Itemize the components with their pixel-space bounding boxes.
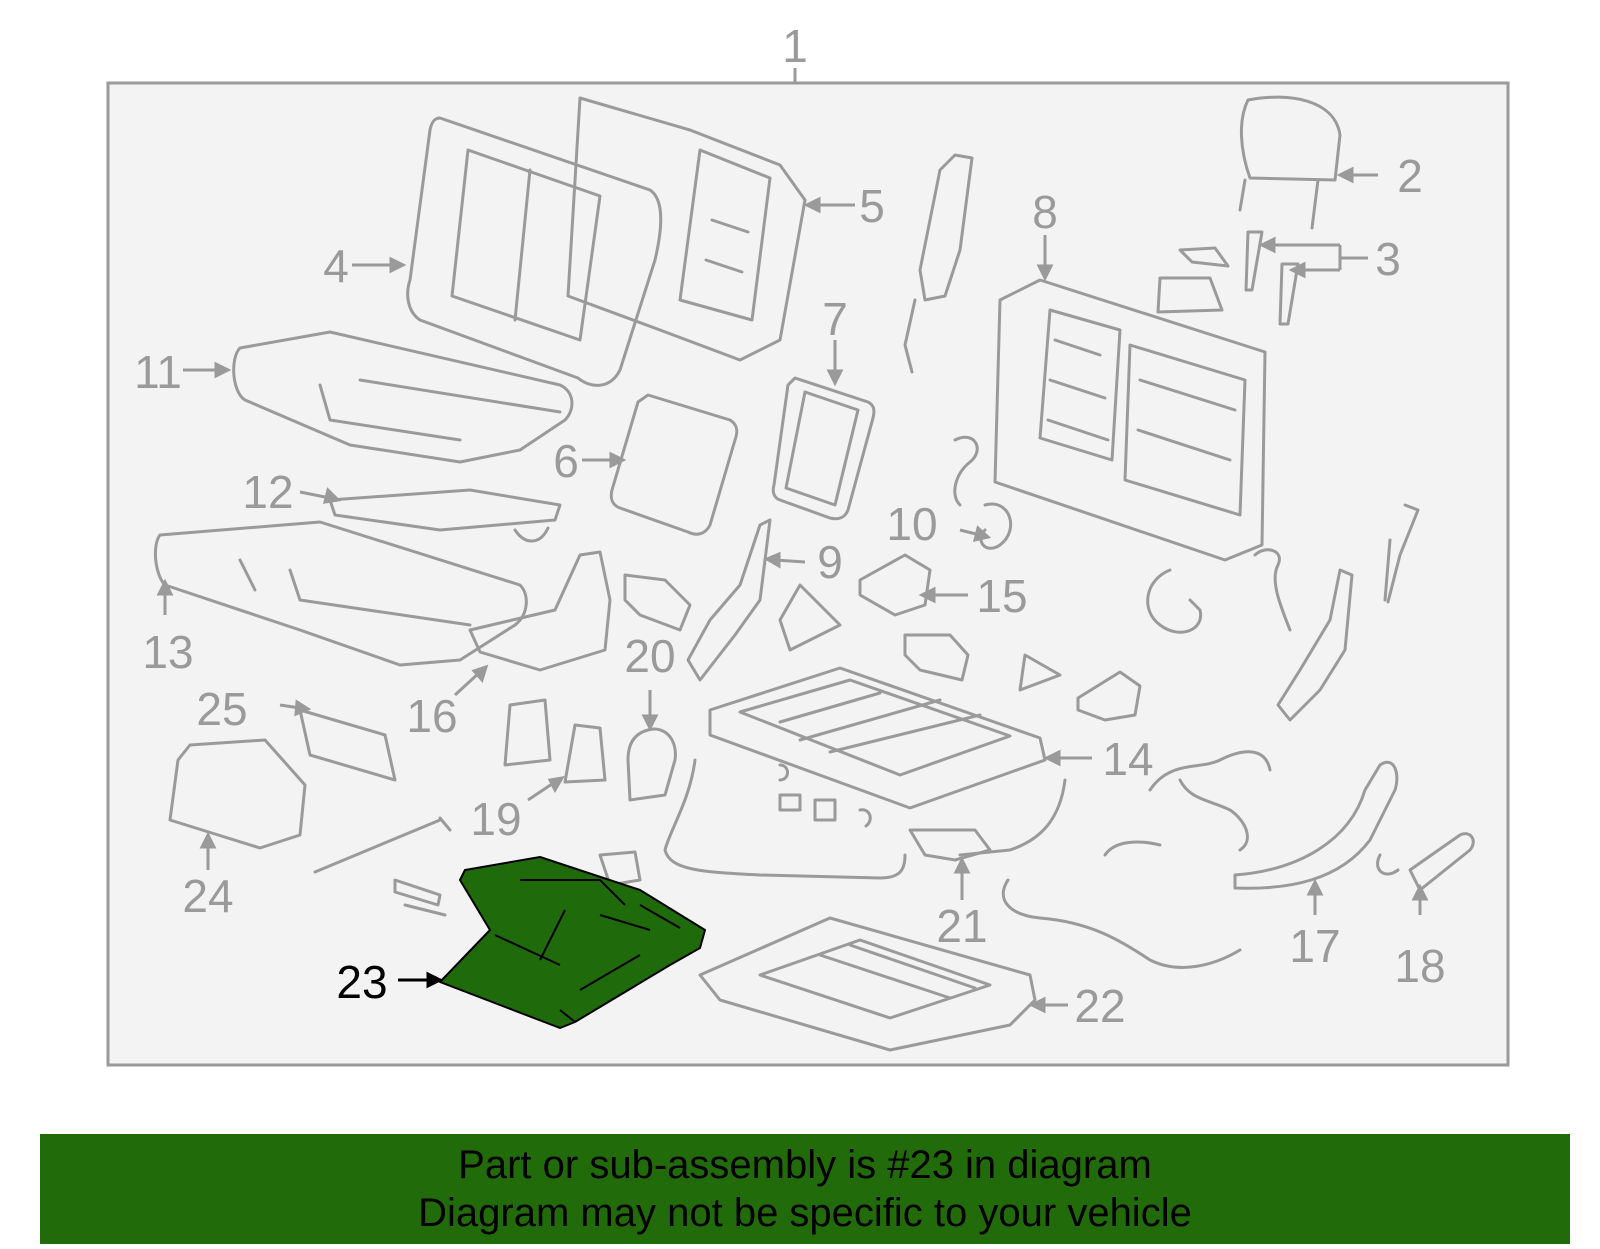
part-right-latch — [1076, 670, 1142, 722]
callout-17: 17 — [1289, 920, 1340, 972]
callout-14: 14 — [1102, 733, 1153, 785]
callout-7: 7 — [822, 293, 848, 345]
diagram-frame — [106, 81, 1510, 1067]
part-latch — [858, 553, 932, 617]
part-disc — [1146, 568, 1203, 634]
part-seatback-cover — [406, 116, 663, 387]
part-harness — [1148, 750, 1272, 852]
part-back-board — [771, 376, 876, 521]
callout-1: 1 — [782, 20, 808, 72]
callout-19: 19 — [470, 793, 521, 845]
part-cushion-frame — [708, 666, 1047, 810]
part-strut — [313, 816, 452, 874]
part-right-hinge — [1276, 568, 1354, 722]
banner-line-2: Diagram may not be specific to your vehi… — [418, 1191, 1192, 1235]
part-cable-2 — [958, 778, 1067, 857]
part-cable-3 — [1001, 878, 1242, 969]
part-seat-belt — [903, 153, 974, 374]
part-back-panel — [609, 393, 739, 536]
callout-20: 20 — [624, 630, 675, 682]
part-small-gusset — [1018, 653, 1062, 692]
part-cushion-cover — [232, 330, 574, 464]
part-bracket-19b — [563, 723, 607, 784]
part-seatback-frame — [993, 278, 1267, 562]
part-headrest-guides — [1156, 230, 1300, 326]
leader-23 — [398, 971, 444, 989]
part-seatback-pad — [566, 96, 807, 362]
part-cable — [663, 758, 907, 880]
info-banner: Part or sub-assembly is #23 in diagram D… — [40, 1134, 1570, 1244]
callout-18: 18 — [1394, 940, 1445, 992]
callout-21: 21 — [936, 900, 987, 952]
part-clip-3 — [598, 850, 642, 887]
callout-9: 9 — [817, 536, 843, 588]
part-trim-cover — [626, 727, 677, 802]
part-cable-4 — [1103, 840, 1162, 857]
part-hinge — [686, 518, 772, 682]
callout-3: 3 — [1375, 233, 1401, 285]
part-clip — [623, 573, 692, 632]
part-spring — [1253, 548, 1292, 632]
callout-2: 2 — [1397, 150, 1423, 202]
part-bracket-19a — [503, 698, 552, 767]
callout-16: 16 — [406, 690, 457, 742]
part-side-trim — [1233, 761, 1399, 890]
part-bushings — [778, 763, 872, 828]
callout-8: 8 — [1032, 186, 1058, 238]
callout-15: 15 — [976, 570, 1027, 622]
part-cushion-tray — [698, 916, 1037, 1052]
part-hook — [1376, 853, 1400, 876]
callout-5: 5 — [859, 180, 885, 232]
part-rear-cover — [168, 738, 307, 850]
part-actuator — [908, 828, 992, 862]
part-recliner-spring — [953, 436, 1013, 550]
part-cushion-pad — [153, 520, 528, 667]
part-trim-strip — [298, 708, 397, 782]
callout-24: 24 — [182, 870, 233, 922]
callout-13: 13 — [142, 626, 193, 678]
part-23-highlighted[interactable] — [439, 856, 706, 1029]
leader-arrows — [156, 166, 1429, 1014]
part-clip-2 — [903, 633, 970, 682]
callout-22: 22 — [1074, 980, 1125, 1032]
part-pin — [393, 878, 447, 917]
callout-11: 11 — [134, 346, 182, 398]
part-handle — [1408, 832, 1475, 892]
part-side-bracket — [468, 550, 612, 672]
callout-12: 12 — [242, 466, 293, 518]
callout-23: 23 — [336, 956, 387, 1008]
callout-4: 4 — [323, 240, 349, 292]
callout-25: 25 — [196, 683, 247, 735]
part-headrest — [1238, 95, 1342, 230]
part-seat-heater — [328, 488, 562, 543]
banner-line-1: Part or sub-assembly is #23 in diagram — [458, 1143, 1152, 1187]
part-gusset — [778, 583, 842, 652]
part-right-rod — [1383, 503, 1420, 604]
callout-6: 6 — [553, 435, 579, 487]
callout-10: 10 — [886, 498, 937, 550]
